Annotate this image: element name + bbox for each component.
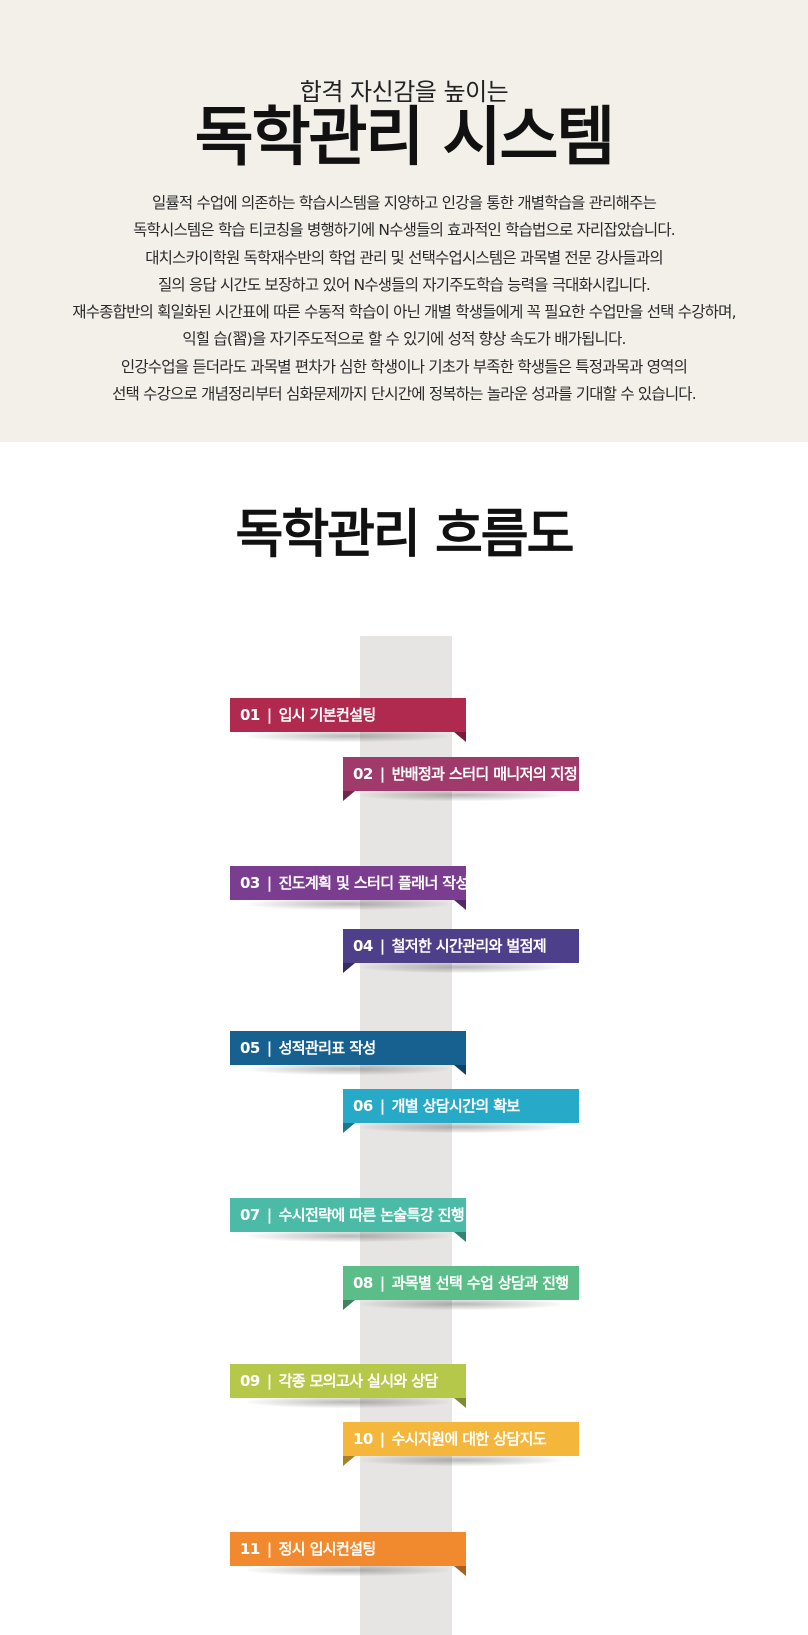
step-number: 02 bbox=[353, 765, 373, 783]
step-separator: | bbox=[379, 937, 385, 955]
step-banner: 11 | 정시 입시컨설팅 bbox=[230, 1532, 466, 1566]
step-label: 과목별 선택 수업 상담과 진행 bbox=[391, 1274, 569, 1292]
intro-description: 일률적 수업에 의존하는 학습시스템을 지양하고 인강을 통한 개별학습을 관리… bbox=[20, 190, 788, 408]
step-number: 08 bbox=[353, 1274, 373, 1292]
intro-line: 재수종합반의 획일화된 시간표에 따른 수동적 학습이 아닌 개별 학생들에게 … bbox=[72, 303, 736, 322]
step-shadow bbox=[361, 789, 561, 801]
step-shadow bbox=[248, 898, 448, 910]
intro-line: 인강수업을 듣더라도 과목별 편차가 심한 학생이나 기초가 부족한 학생들은 … bbox=[120, 357, 688, 376]
step-separator: | bbox=[379, 1430, 385, 1448]
step-label: 수시지원에 대한 상담지도 bbox=[391, 1430, 547, 1448]
flow-step-08: 08 | 과목별 선택 수업 상담과 진행 bbox=[343, 1266, 579, 1310]
step-fold-corner bbox=[343, 963, 355, 973]
step-separator: | bbox=[266, 706, 272, 724]
step-label: 입시 기본컨설팅 bbox=[278, 706, 377, 724]
step-fold-corner bbox=[454, 1232, 466, 1242]
flow-timeline-spine bbox=[360, 636, 452, 1635]
step-label: 수시전략에 따른 논술특강 진행 bbox=[278, 1206, 465, 1224]
flow-step-05: 05 | 성적관리표 작성 bbox=[230, 1031, 466, 1075]
step-number: 03 bbox=[240, 874, 260, 892]
flow-step-03: 03 | 진도계획 및 스터디 플래너 작성 bbox=[230, 866, 466, 910]
step-fold-corner bbox=[343, 1456, 355, 1466]
step-fold-corner bbox=[454, 1566, 466, 1576]
step-number: 09 bbox=[240, 1372, 260, 1390]
step-separator: | bbox=[266, 1372, 272, 1390]
step-separator: | bbox=[266, 1206, 272, 1224]
step-separator: | bbox=[266, 874, 272, 892]
step-label: 개별 상담시간의 확보 bbox=[391, 1097, 521, 1115]
intro-subtitle: 합격 자신감을 높이는 bbox=[299, 78, 509, 106]
step-banner: 04 | 철저한 시간관리와 벌점제 bbox=[343, 929, 579, 963]
step-shadow bbox=[361, 961, 561, 973]
step-label: 정시 입시컨설팅 bbox=[278, 1540, 377, 1558]
step-number: 05 bbox=[240, 1039, 260, 1057]
step-number: 01 bbox=[240, 706, 260, 724]
step-fold-corner bbox=[343, 791, 355, 801]
intro-line: 선택 수강으로 개념정리부터 심화문제까지 단시간에 정복하는 놀라운 성과를 … bbox=[112, 385, 697, 404]
step-shadow bbox=[361, 1121, 561, 1133]
flow-step-10: 10 | 수시지원에 대한 상담지도 bbox=[343, 1422, 579, 1466]
intro-line: 질의 응답 시간도 보장하고 있어 N수생들의 자기주도학습 능력을 극대화시킵… bbox=[157, 275, 651, 294]
step-label: 반배정과 스터디 매니저의 지정 bbox=[391, 765, 578, 783]
flow-step-01: 01 | 입시 기본컨설팅 bbox=[230, 698, 466, 742]
step-fold-corner bbox=[343, 1300, 355, 1310]
step-separator: | bbox=[379, 765, 385, 783]
step-fold-corner bbox=[343, 1123, 355, 1133]
step-number: 04 bbox=[353, 937, 373, 955]
flow-title: 독학관리 흐름도 bbox=[235, 505, 575, 565]
intro-section: 합격 자신감을 높이는 독학관리 시스템 일률적 수업에 의존하는 학습시스템을… bbox=[0, 0, 808, 442]
intro-line: 일률적 수업에 의존하는 학습시스템을 지양하고 인강을 통한 개별학습을 관리… bbox=[151, 194, 657, 212]
flow-step-04: 04 | 철저한 시간관리와 벌점제 bbox=[343, 929, 579, 973]
step-separator: | bbox=[266, 1540, 272, 1558]
step-banner: 03 | 진도계획 및 스터디 플래너 작성 bbox=[230, 866, 466, 900]
step-label: 진도계획 및 스터디 플래너 작성 bbox=[278, 874, 466, 892]
step-separator: | bbox=[266, 1039, 272, 1057]
intro-line: 익힐 습(習)을 자기주도적으로 할 수 있기에 성적 향상 속도가 배가됩니다… bbox=[182, 330, 626, 349]
step-label: 철저한 시간관리와 벌점제 bbox=[391, 937, 547, 955]
flow-step-11: 11 | 정시 입시컨설팅 bbox=[230, 1532, 466, 1576]
step-shadow bbox=[248, 1564, 448, 1576]
step-fold-corner bbox=[454, 1398, 466, 1408]
step-shadow bbox=[248, 1230, 448, 1242]
step-banner: 01 | 입시 기본컨설팅 bbox=[230, 698, 466, 732]
step-number: 10 bbox=[353, 1430, 373, 1448]
flow-step-07: 07 | 수시전략에 따른 논술특강 진행 bbox=[230, 1198, 466, 1242]
step-fold-corner bbox=[454, 1065, 466, 1075]
step-banner: 07 | 수시전략에 따른 논술특강 진행 bbox=[230, 1198, 466, 1232]
step-fold-corner bbox=[454, 732, 466, 742]
step-shadow bbox=[248, 730, 448, 742]
intro-line: 독학시스템은 학습 티코칭을 병행하기에 N수생들의 효과적인 학습법으로 자리… bbox=[133, 221, 676, 240]
step-separator: | bbox=[379, 1097, 385, 1115]
step-shadow bbox=[248, 1063, 448, 1075]
step-number: 11 bbox=[240, 1540, 260, 1558]
step-label: 성적관리표 작성 bbox=[278, 1039, 377, 1057]
step-shadow bbox=[361, 1454, 561, 1466]
step-label: 각종 모의고사 실시와 상담 bbox=[278, 1372, 439, 1390]
intro-title: 독학관리 시스템 bbox=[194, 101, 615, 175]
step-shadow bbox=[248, 1396, 448, 1408]
intro-line: 대치스카이학원 독학재수반의 학업 관리 및 선택수업시스템은 과목별 전문 강… bbox=[145, 248, 663, 267]
step-banner: 06 | 개별 상담시간의 확보 bbox=[343, 1089, 579, 1123]
flow-step-09: 09 | 각종 모의고사 실시와 상담 bbox=[230, 1364, 466, 1408]
step-shadow bbox=[361, 1298, 561, 1310]
step-number: 07 bbox=[240, 1206, 260, 1224]
flow-step-06: 06 | 개별 상담시간의 확보 bbox=[343, 1089, 579, 1133]
step-banner: 10 | 수시지원에 대한 상담지도 bbox=[343, 1422, 579, 1456]
step-banner: 02 | 반배정과 스터디 매니저의 지정 bbox=[343, 757, 579, 791]
step-fold-corner bbox=[454, 900, 466, 910]
step-separator: | bbox=[379, 1274, 385, 1292]
step-banner: 08 | 과목별 선택 수업 상담과 진행 bbox=[343, 1266, 579, 1300]
step-banner: 05 | 성적관리표 작성 bbox=[230, 1031, 466, 1065]
step-number: 06 bbox=[353, 1097, 373, 1115]
step-banner: 09 | 각종 모의고사 실시와 상담 bbox=[230, 1364, 466, 1398]
flow-step-02: 02 | 반배정과 스터디 매니저의 지정 bbox=[343, 757, 579, 801]
